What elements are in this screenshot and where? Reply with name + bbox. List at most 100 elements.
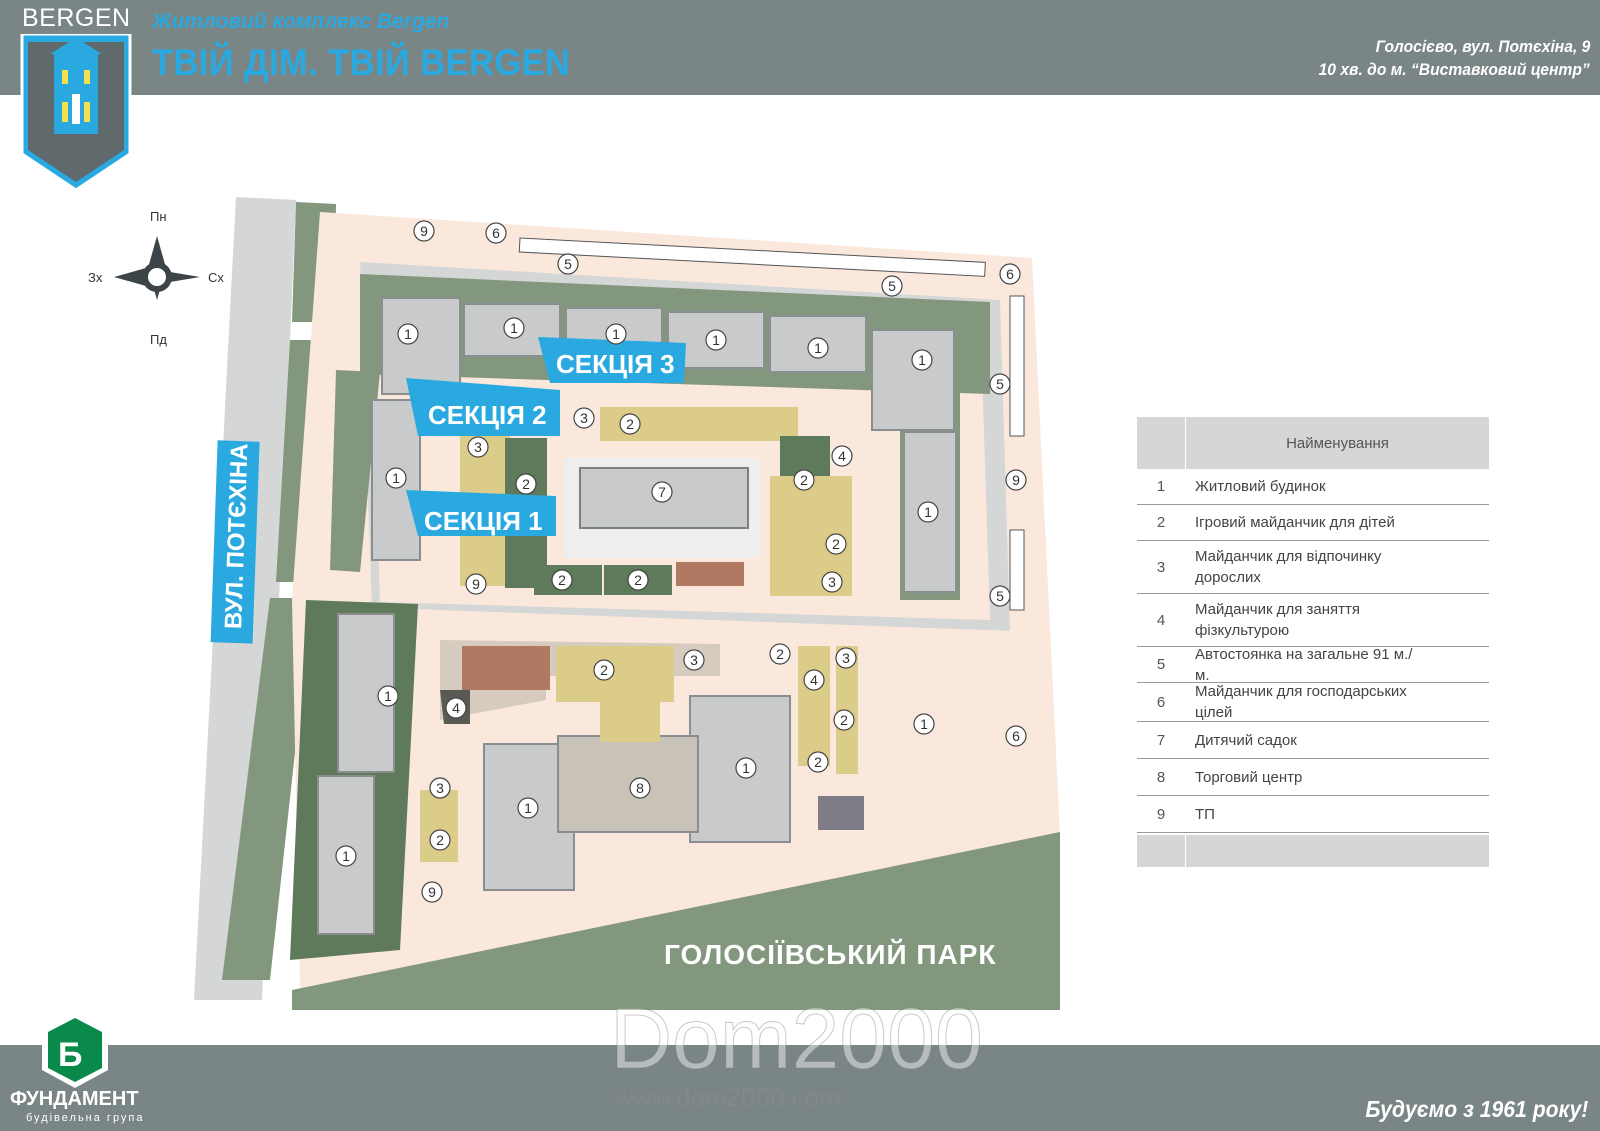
legend-number: 3 [1156, 558, 1166, 576]
map-marker-circle [429, 777, 451, 799]
map-marker-label: 7 [658, 484, 666, 500]
map-marker-circle [917, 501, 939, 523]
map-marker-label: 5 [564, 256, 572, 272]
map-marker-label: 1 [814, 340, 822, 356]
slogan: Будуємо з 1961 року! [1365, 1096, 1588, 1122]
map-marker-label: 5 [888, 278, 896, 294]
legend-text: Автостоянка на загальне 91 м./м. [1195, 645, 1413, 684]
map-marker-circle [651, 481, 673, 503]
map-marker-label: 1 [342, 848, 350, 864]
compass: Пн Зх Сх Пд [88, 209, 224, 347]
map-marker-circle [551, 569, 573, 591]
compass-west: Зх [88, 270, 103, 285]
map-marker-label: 4 [452, 700, 460, 716]
map-marker-circle [803, 669, 825, 691]
map-markers: 9656511111151233427212223912342342231181… [335, 220, 1027, 903]
watermark-url: www.dom2000.com [614, 1082, 841, 1112]
map-marker-label: 9 [472, 576, 480, 592]
map-marker-label: 1 [712, 332, 720, 348]
map-marker-label: 1 [524, 800, 532, 816]
legend-row: 5 Автостоянка на загальне 91 м./м. [1137, 645, 1489, 684]
map-marker-label: 1 [920, 716, 928, 732]
map-marker-label: 6 [492, 225, 500, 241]
map-marker-label: 2 [800, 472, 808, 488]
map-marker-circle [377, 685, 399, 707]
map-marker-circle [445, 697, 467, 719]
map-marker-label: 1 [384, 688, 392, 704]
map-marker-label: 5 [996, 376, 1004, 392]
map-marker-label: 1 [742, 760, 750, 776]
map-marker-label: 2 [634, 572, 642, 588]
svg-text:СЕКЦІЯ 1: СЕКЦІЯ 1 [424, 506, 543, 536]
section-1-label: СЕКЦІЯ 1 [406, 490, 556, 536]
legend-text: Майданчик для відпочинку дорослих [1195, 548, 1382, 586]
legend-text: Дитячий садок [1195, 731, 1297, 749]
metro-line: 10 хв. до м. “Виставковий центр” [1318, 60, 1590, 79]
legend-text: ТП [1195, 805, 1215, 823]
map-marker-circle [335, 845, 357, 867]
map-marker-circle [913, 713, 935, 735]
map-marker-circle [557, 253, 579, 275]
map-marker-label: 2 [776, 646, 784, 662]
shopping-center [557, 735, 699, 833]
map-marker-circle [911, 349, 933, 371]
map-marker-label: 8 [636, 780, 644, 796]
map-marker-circle [735, 757, 757, 779]
map-marker-label: 1 [392, 470, 400, 486]
map-marker-label: 2 [558, 572, 566, 588]
map-marker-label: 1 [924, 504, 932, 520]
map-marker-circle [465, 573, 487, 595]
map-marker-circle [429, 829, 451, 851]
map-marker-circle [821, 571, 843, 593]
company-name: ФУНДАМЕНТ [10, 1088, 139, 1110]
parking-north [518, 237, 986, 277]
legend-text: Торговий центр [1195, 768, 1303, 786]
map-marker-label: 3 [580, 410, 588, 426]
watermark: Dom2000 [610, 991, 984, 1088]
map-marker-circle [833, 709, 855, 731]
legend-row: 7 Дитячий садок [1137, 722, 1489, 759]
svg-text:СЕКЦІЯ 3: СЕКЦІЯ 3 [556, 349, 675, 379]
legend-number: 7 [1156, 731, 1166, 749]
map-marker-circle [769, 643, 791, 665]
map-marker-label: 1 [404, 326, 412, 342]
map-marker-label: 9 [428, 884, 436, 900]
logo-text: BERGEN [22, 4, 131, 32]
map-marker-circle [503, 317, 525, 339]
map-marker-label: 2 [840, 712, 848, 728]
legend-row: 3 Майданчик для відпочинку дорослих [1137, 541, 1489, 594]
map-marker-label: 9 [1012, 472, 1020, 488]
map-marker-circle [413, 220, 435, 242]
footer-bar [0, 1045, 1600, 1131]
map-marker-label: 6 [1006, 266, 1014, 282]
map-marker-circle [825, 533, 847, 555]
map-marker-label: 2 [522, 476, 530, 492]
map-marker-circle [999, 263, 1021, 285]
map-marker-label: 1 [612, 326, 620, 342]
map-marker-circle [593, 659, 615, 681]
map-marker-circle [1005, 469, 1027, 491]
park-area [292, 832, 1060, 1010]
map-marker-circle [605, 323, 627, 345]
legend-header-label: Найменування [1286, 434, 1389, 452]
map-marker-label: 6 [1012, 728, 1020, 744]
compass-south: Пд [150, 332, 167, 347]
map-marker-label: 4 [838, 448, 846, 464]
section-2-label: СЕКЦІЯ 2 [406, 378, 560, 436]
map-marker-circle [573, 407, 595, 429]
map-marker-label: 1 [510, 320, 518, 336]
map-marker-label: 2 [436, 832, 444, 848]
parking-east [1009, 295, 1025, 437]
header-title: ТВІЙ ДІМ. ТВІЙ BERGEN [152, 42, 571, 83]
map-marker-label: 3 [842, 650, 850, 666]
legend-number: 5 [1156, 656, 1166, 673]
legend-text: Ігровий майданчик для дітей [1195, 514, 1395, 531]
header-bar [0, 0, 1600, 95]
map-marker-circle [1005, 725, 1027, 747]
map-marker-label: 3 [436, 780, 444, 796]
map-marker-circle [421, 881, 443, 903]
map-marker-circle [835, 647, 857, 669]
map-marker-circle [467, 436, 489, 458]
